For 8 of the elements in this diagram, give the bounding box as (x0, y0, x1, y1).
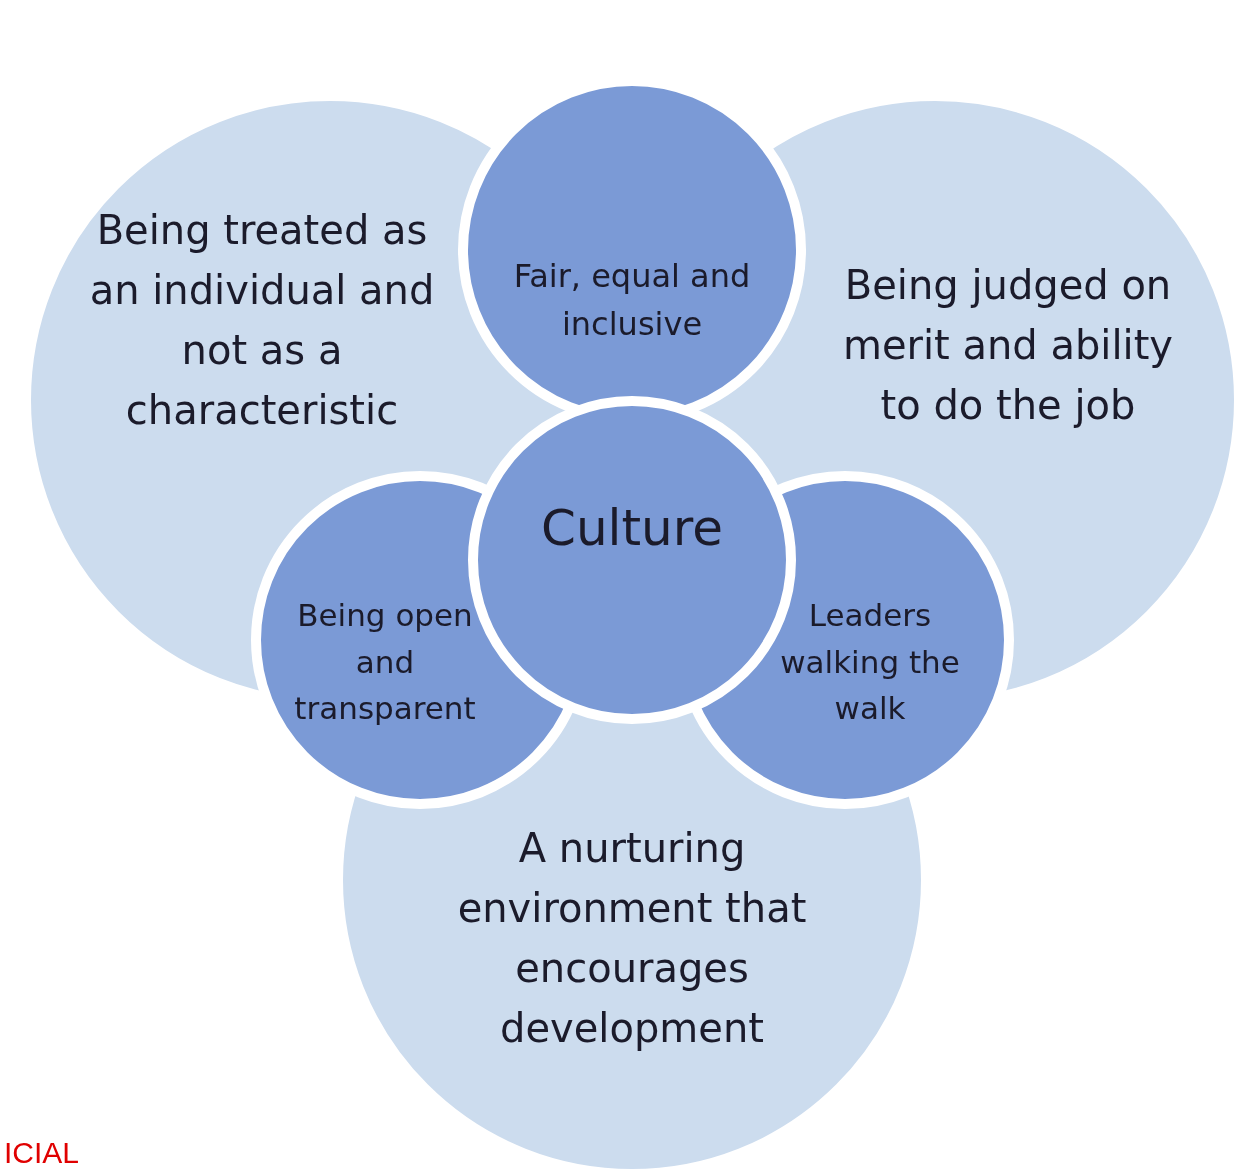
region-label: A nurturing environment that encourages development (456, 824, 808, 1053)
region-label: Fair, equal and inclusive (512, 256, 752, 345)
region-label: Leaders walking the walk (779, 596, 961, 729)
region-label: Being treated as an individual and not as a characteristic (88, 206, 436, 435)
marking-text: ICIAL (4, 1136, 80, 1170)
region-label: Being open and transparent (293, 596, 477, 729)
region-label: Being judged on merit and ability to do the job (841, 261, 1175, 430)
center-title: Culture (540, 497, 724, 559)
